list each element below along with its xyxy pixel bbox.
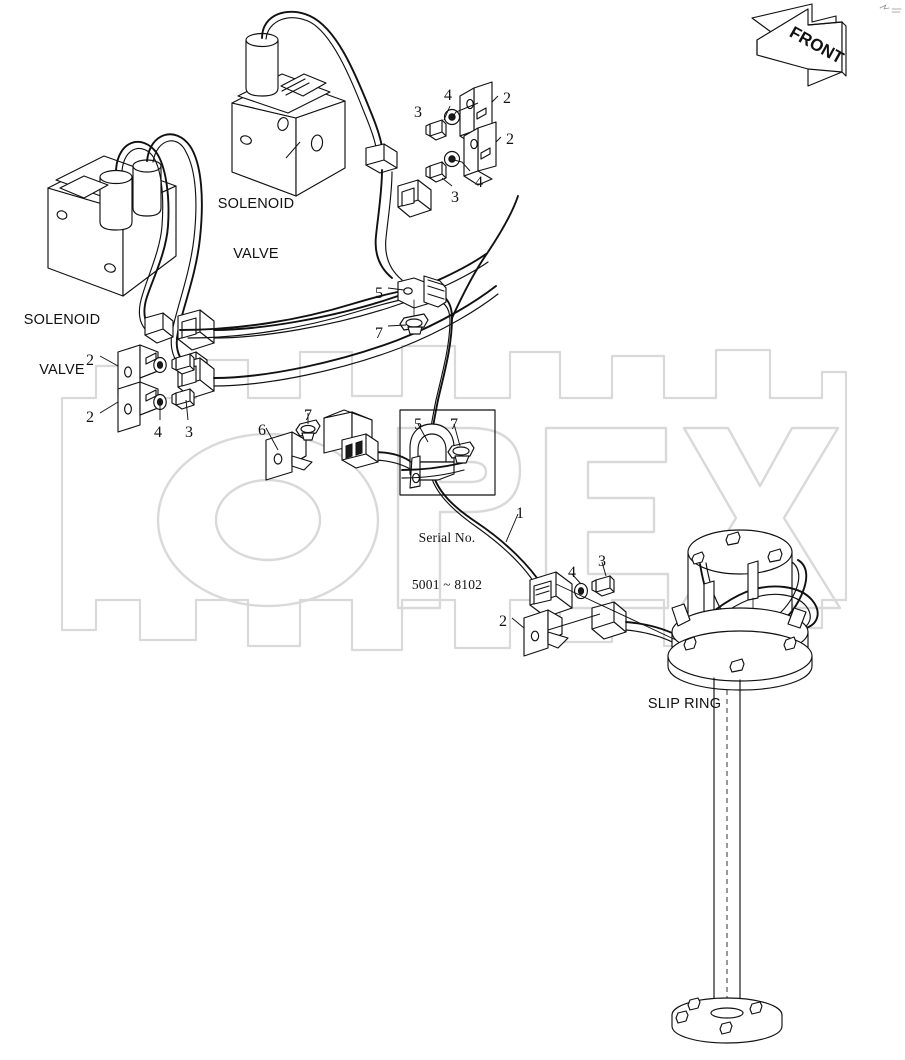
solenoid-lower-line1: SOLENOID <box>23 312 101 329</box>
bracket-assembly-top-2 <box>425 121 497 186</box>
callout-3-c: 3 <box>185 424 194 441</box>
slip-ring-text: SLIP RING <box>647 695 722 712</box>
watermark-text <box>156 426 842 610</box>
connector-pair-mid <box>177 253 499 399</box>
callout-2-a: 2 <box>503 90 512 107</box>
solenoid-upper-line1: SOLENOID <box>217 196 295 213</box>
serial-detail-box <box>399 409 496 496</box>
leader-lines <box>99 95 677 641</box>
serial-note-line2: 5001 ~ 8102 <box>411 576 483 592</box>
callout-5-a: 5 <box>375 285 384 302</box>
callout-1: 1 <box>516 505 525 522</box>
label-solenoid-valve-lower: SOLENOID VALVE <box>10 279 114 412</box>
callout-2-d: 2 <box>86 409 95 426</box>
relay-assembly <box>265 409 379 481</box>
callout-2-c: 2 <box>86 352 95 369</box>
callout-5-b: 5 <box>414 416 423 433</box>
callout-3-d: 3 <box>598 553 607 570</box>
serial-note: Serial No. 5001 ~ 8102 <box>372 499 522 623</box>
callout-7-c: 7 <box>450 416 459 433</box>
solenoid-upper-line2: VALVE <box>233 246 279 263</box>
label-solenoid-valve-upper: SOLENOID VALVE <box>208 163 304 296</box>
callout-7-b: 7 <box>304 407 313 424</box>
callout-7-a: 7 <box>375 325 384 342</box>
bracket-assembly-left-2 <box>117 381 195 433</box>
callout-2-b: 2 <box>506 131 515 148</box>
serial-note-line1: Serial No. <box>418 530 476 546</box>
bracket-assembly-top-1 <box>425 81 493 146</box>
corner-mark <box>879 4 902 13</box>
solenoid-valve-upper-graphic <box>231 10 398 197</box>
lower-right-assembly <box>523 571 683 657</box>
main-harness <box>179 169 545 593</box>
label-slip-ring: SLIP RING <box>631 679 721 729</box>
callout-4-c: 4 <box>154 424 163 441</box>
callout-6: 6 <box>258 422 267 439</box>
callout-4-a: 4 <box>444 87 453 104</box>
callout-3-a: 3 <box>414 104 423 121</box>
callout-2-e: 2 <box>499 613 508 630</box>
watermark-gear <box>60 344 848 652</box>
callout-3-b: 3 <box>451 189 460 206</box>
solenoid-lower-line2: VALVE <box>39 362 85 379</box>
solenoid-valve-lower-graphic <box>47 133 208 384</box>
clamp-upper <box>397 275 447 335</box>
callout-4-d: 4 <box>568 564 577 581</box>
connector-top-pair <box>397 179 432 218</box>
slip-ring-graphic <box>667 529 819 1044</box>
callout-4-b: 4 <box>475 174 484 191</box>
bracket-assembly-left-1 <box>117 344 195 396</box>
front-arrow-graphic: FRONT <box>751 3 847 87</box>
